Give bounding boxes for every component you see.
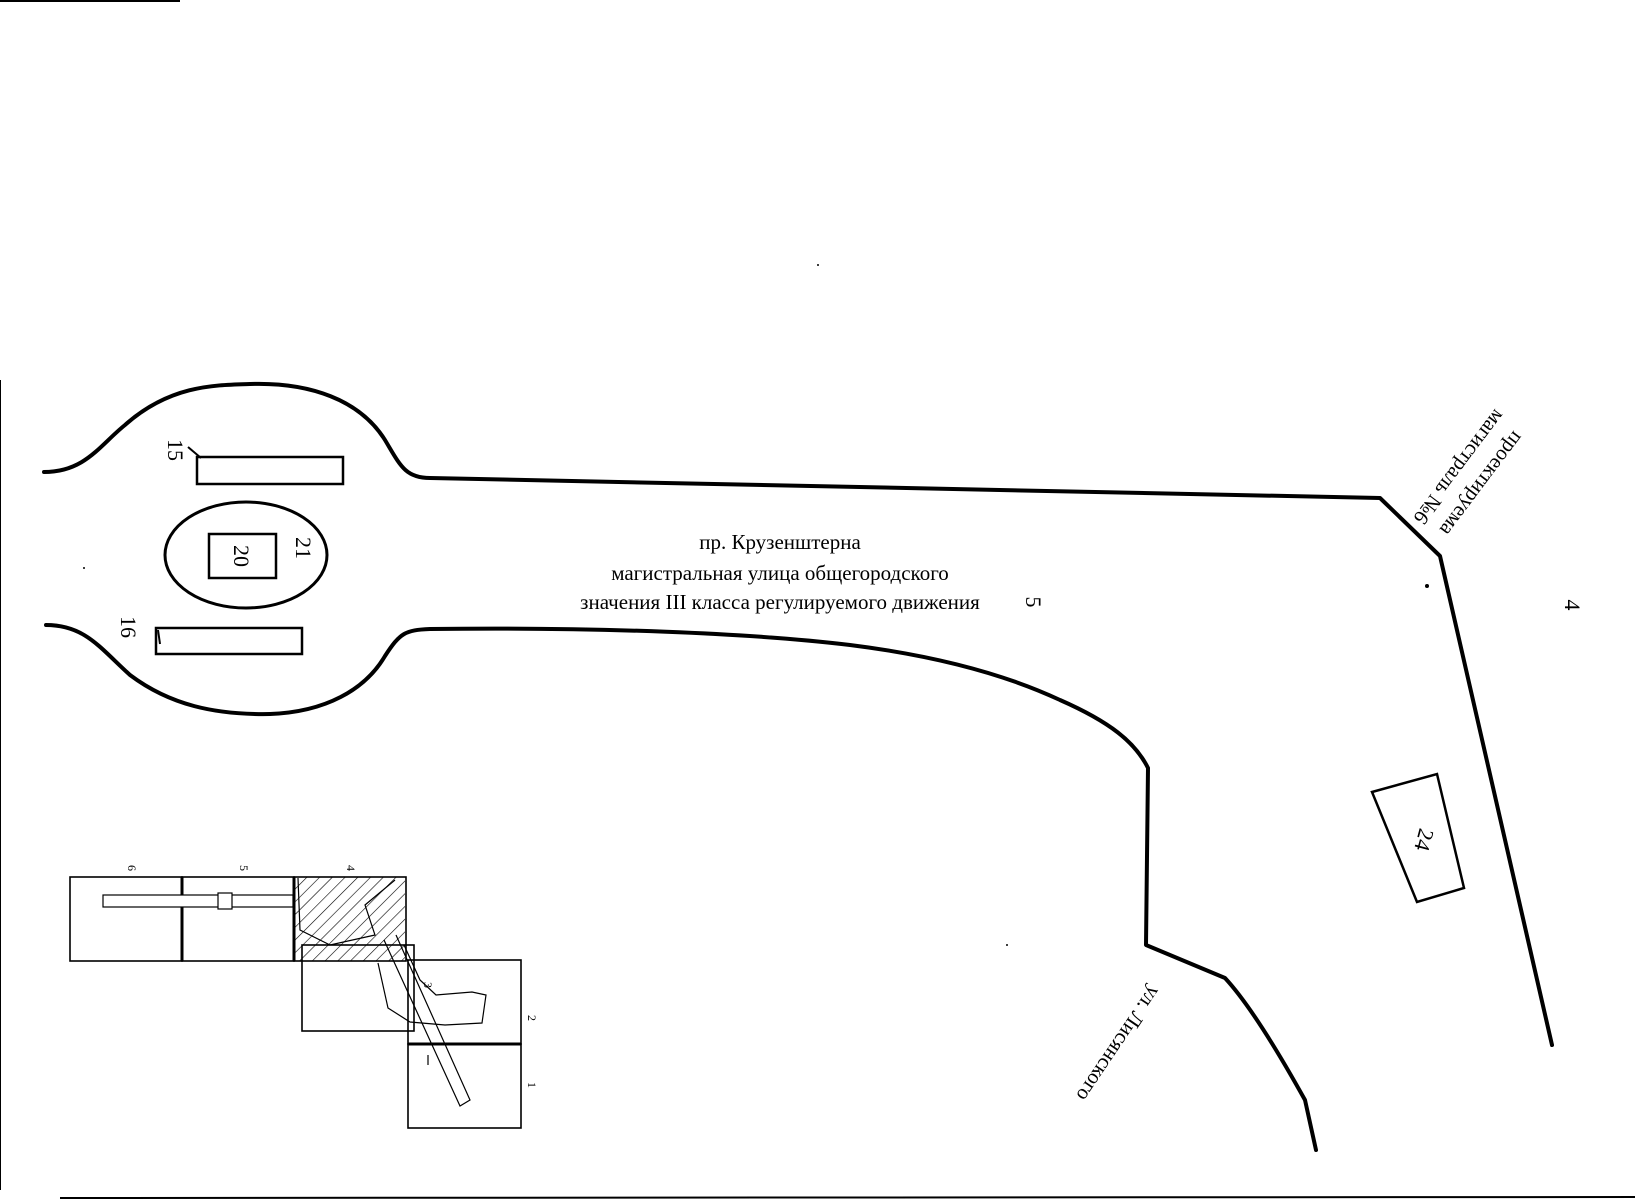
object-20-label: 20 <box>229 545 254 567</box>
side-street-label: ул. Лисянского <box>1071 982 1166 1106</box>
sheet-index-key-map: 6 5 4 3 2 1 <box>69 865 539 1129</box>
main-street-upper-edge <box>42 381 1554 1047</box>
scan-speck <box>817 264 819 266</box>
sheet-1-frame <box>407 1043 522 1129</box>
scan-speck <box>1425 584 1429 588</box>
sheet-4-number: 4 <box>344 865 358 871</box>
scan-edge-bottom <box>59 1196 1635 1199</box>
mini-street-strip <box>102 894 294 908</box>
scan-speck <box>1006 944 1008 946</box>
mini-side-street <box>383 934 471 1107</box>
object-15-building <box>195 455 345 486</box>
planned-street-label: проектируема магистраль №6 <box>1409 405 1529 541</box>
sheet-5-number: 5 <box>237 865 251 871</box>
zone-5-label: 5 <box>1021 597 1046 608</box>
object-16-building <box>154 626 304 656</box>
main-street-lower-edge <box>44 623 1318 1152</box>
scan-speck <box>83 567 85 569</box>
object-21-label: 21 <box>291 537 316 559</box>
mini-street-bump <box>217 892 233 910</box>
sheet-5-frame <box>181 876 295 962</box>
zone-4-label: 4 <box>1560 600 1585 611</box>
sheet-3-number: 3 <box>421 982 435 988</box>
mini-site-outline <box>297 877 487 1026</box>
sheet-2-frame <box>407 959 522 1045</box>
sheet-2-number: 2 <box>525 1015 539 1021</box>
object-15-label: 15 <box>163 439 188 461</box>
sheet-6-frame <box>69 876 183 962</box>
main-street-class-line-2: значения III класса регулируемого движен… <box>580 590 980 614</box>
sheet-6-number: 6 <box>125 865 139 871</box>
object-20-building <box>207 532 278 580</box>
sheet-1-number: 1 <box>525 1082 539 1088</box>
main-street-class-line-1: магистральная улица общегородского <box>611 561 949 585</box>
object-16-label: 16 <box>116 616 141 638</box>
sheet-3-frame <box>301 944 415 1032</box>
object-24-building <box>1370 772 1466 904</box>
object-16-leader <box>157 629 161 645</box>
central-island <box>163 500 329 610</box>
object-15-leader <box>187 446 202 459</box>
main-street-name: пр. Крузенштерна <box>699 530 861 554</box>
